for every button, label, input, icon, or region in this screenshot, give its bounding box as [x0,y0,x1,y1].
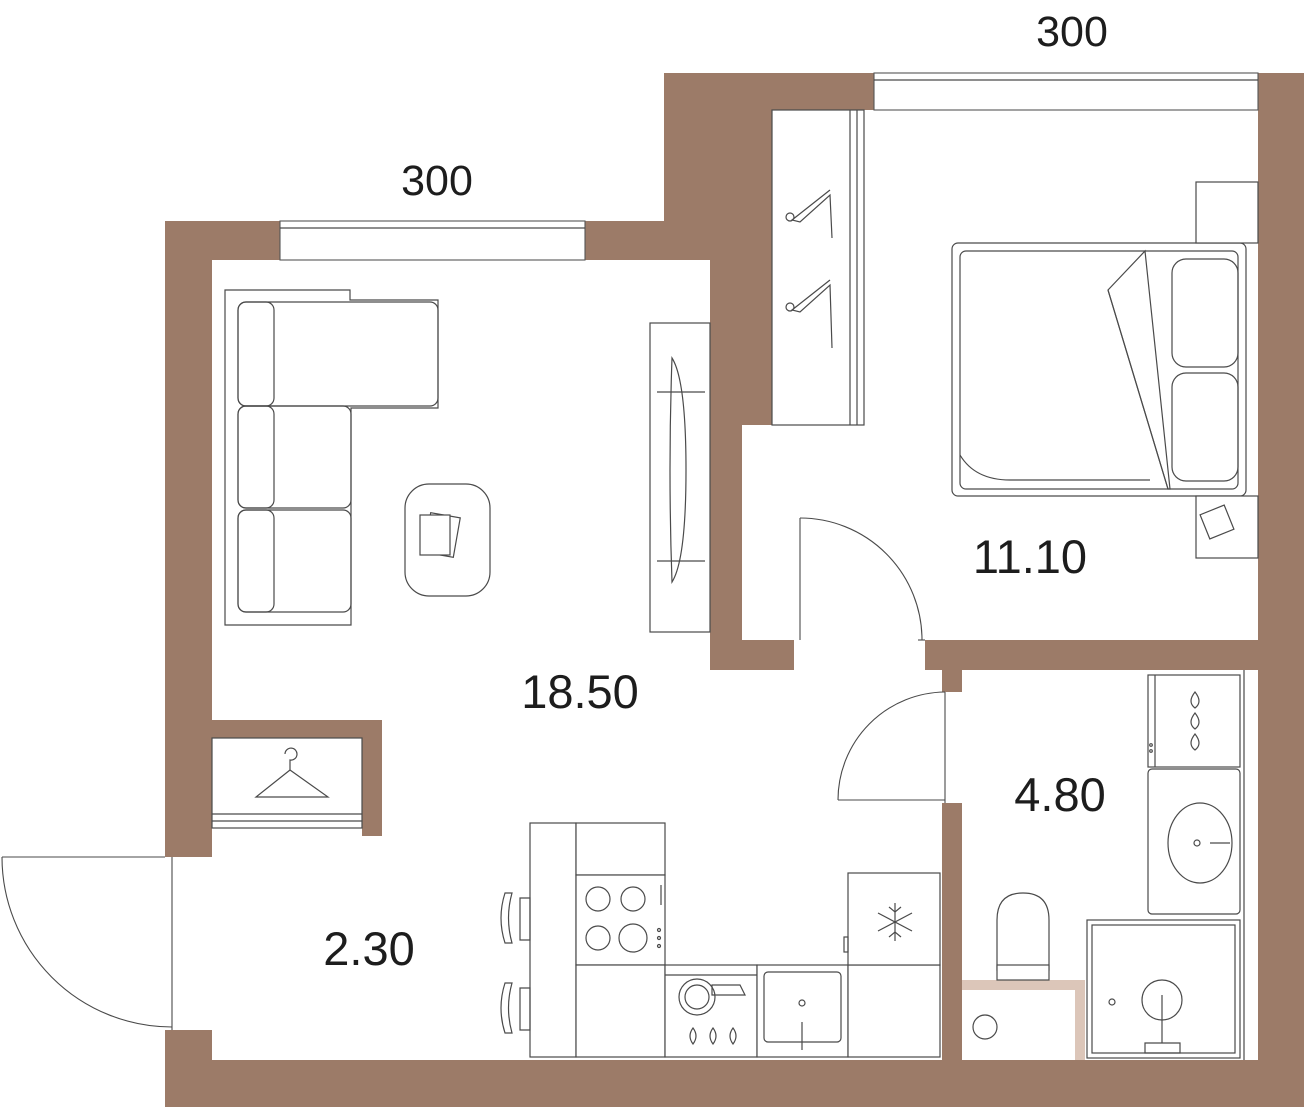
entrance-door [1,856,173,1030]
labels: 300 300 18.50 11.10 4.80 2.30 [323,8,1108,975]
dimension-label-top-left: 300 [401,157,473,205]
book-icon [1199,504,1235,540]
bathroom-washer [1147,674,1241,768]
bar-stool [500,982,531,1034]
bed [951,242,1247,497]
hanger-icon [785,279,833,349]
floor-drain [972,1014,998,1040]
bathroom-door [837,691,946,803]
washing-machine [664,964,758,1058]
dimension-label-top-right: 300 [1036,8,1108,56]
hanger-icon [254,747,330,798]
bar-counter [529,822,577,1058]
windows [279,72,1259,261]
walls [165,73,1304,1107]
book-icon [419,512,461,558]
hob [575,874,666,966]
kitchen [500,822,941,1058]
wash-basin [1147,768,1241,915]
doors [1,517,946,1030]
bar-stool [500,892,531,944]
toilet [996,892,1050,981]
hallway-closet [211,737,363,829]
room-area-living: 18.50 [521,665,639,718]
nightstand [1195,181,1259,244]
snowflake-icon [877,903,913,941]
bedroom-door [799,517,925,641]
nightstand [1195,495,1259,559]
room-area-hallway: 2.30 [323,922,414,975]
coffee-table [404,483,491,597]
bathroom [972,670,1245,1060]
room-area-bedroom: 11.10 [973,530,1087,583]
wardrobe [771,109,865,426]
window-top-left [279,220,586,261]
window-top-right [873,72,1259,111]
fridge [843,872,941,966]
shower [1086,919,1241,1059]
sofa [224,289,439,626]
tv-unit [649,322,711,633]
room-area-bathroom: 4.80 [1014,768,1105,821]
kitchen-sink [756,964,849,1058]
hanger-icon [785,189,833,239]
